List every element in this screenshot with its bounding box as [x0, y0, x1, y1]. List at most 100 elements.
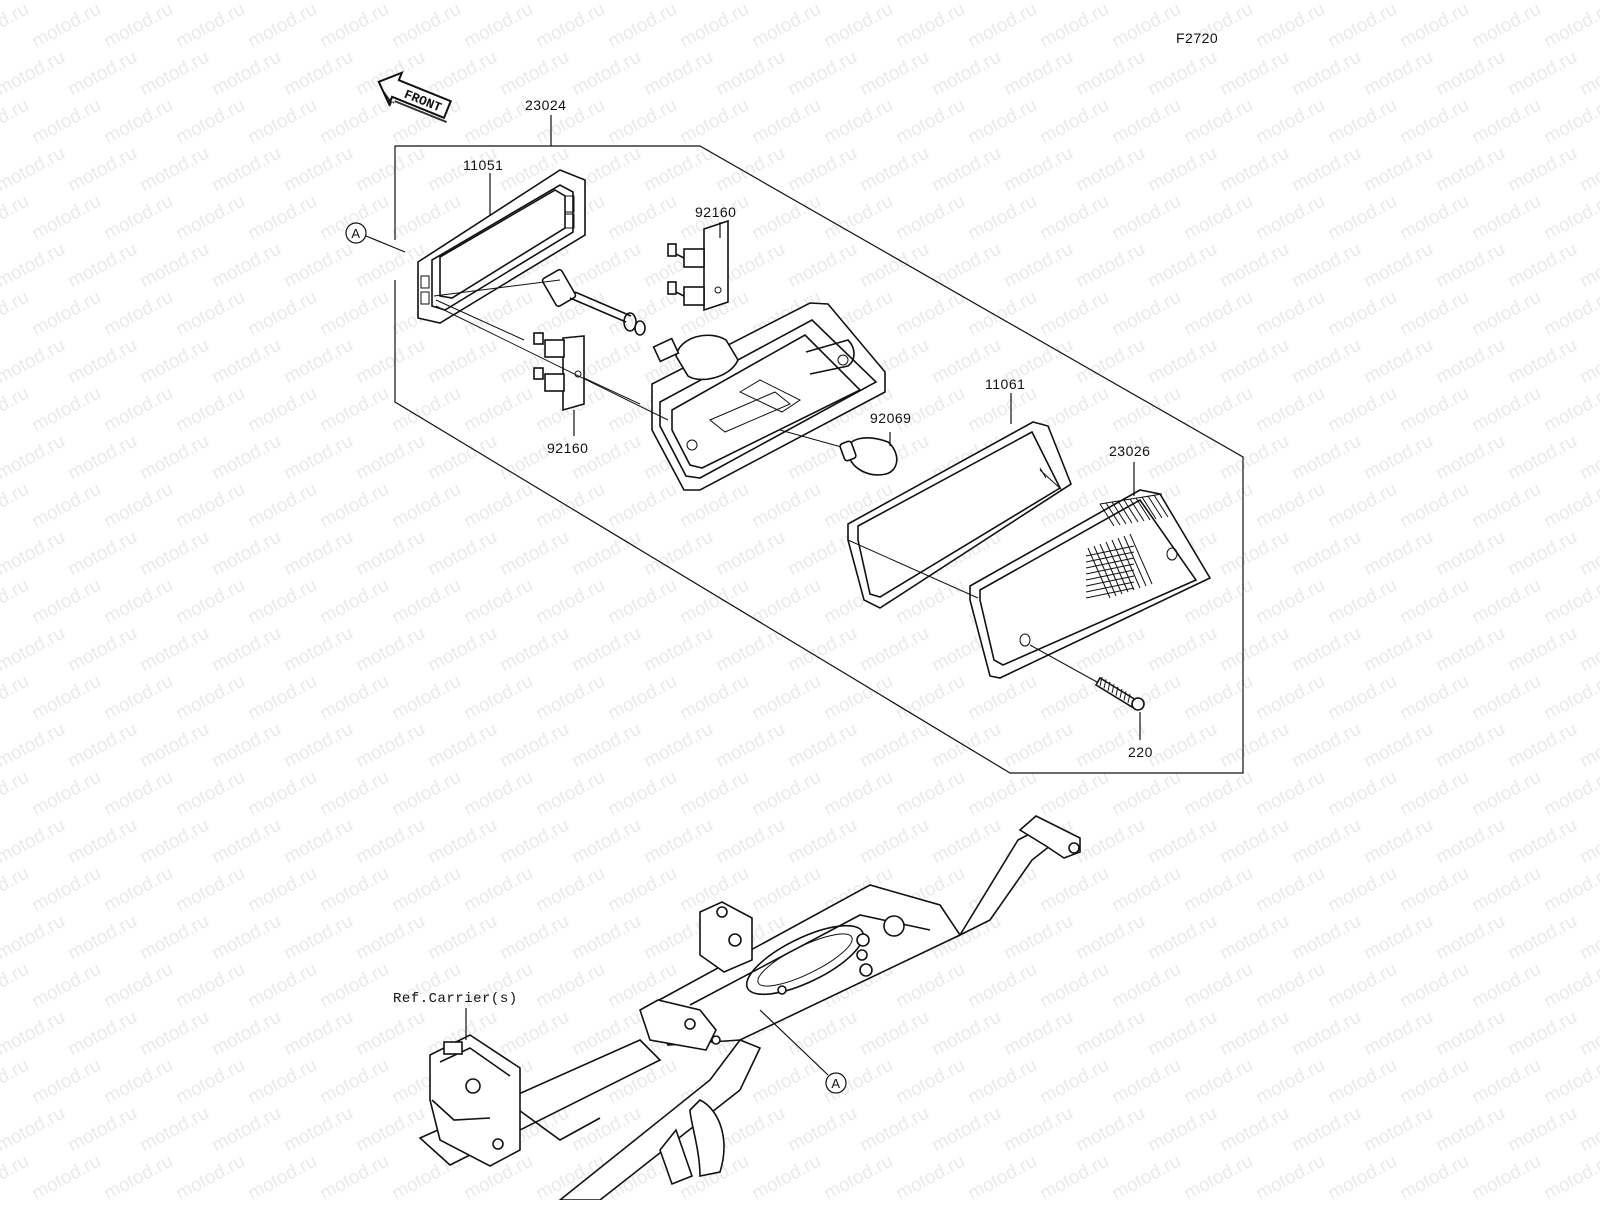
watermark-text: motod.ru — [1216, 1007, 1292, 1061]
watermark-text: motod.ru — [496, 47, 572, 101]
watermark-text: motod.ru — [1216, 431, 1292, 485]
watermark-text: motod.ru — [1180, 863, 1256, 917]
watermark-text: motod.ru — [280, 431, 356, 485]
watermark-text: motod.ru — [280, 0, 356, 4]
watermark-text: motod.ru — [1324, 863, 1400, 917]
watermark-text: motod.ru — [1144, 431, 1220, 485]
watermark-text: motod.ru — [280, 719, 356, 773]
watermark-text: motod.ru — [1360, 911, 1436, 965]
watermark-text: motod.ru — [28, 1151, 104, 1200]
watermark-text: motod.ru — [1468, 671, 1544, 725]
watermark-text: motod.ru — [1180, 191, 1256, 245]
watermark-text: motod.ru — [1036, 95, 1112, 149]
lens-grid-line — [1123, 535, 1147, 587]
watermark-text: motod.ru — [1324, 767, 1400, 821]
watermark-text: motod.ru — [28, 575, 104, 629]
watermark-text: motod.ru — [244, 383, 320, 437]
watermark-text: motod.ru — [352, 719, 428, 773]
watermark-text: motod.ru — [388, 0, 464, 52]
watermark-text: motod.ru — [1504, 911, 1580, 965]
watermark-text: motod.ru — [1396, 671, 1472, 725]
watermark-text: motod.ru — [1072, 335, 1148, 389]
watermark-text: motod.ru — [1432, 1103, 1508, 1157]
watermark-text: motod.ru — [136, 1103, 212, 1157]
watermark-text: motod.ru — [1360, 719, 1436, 773]
watermark-text: motod.ru — [1540, 863, 1600, 917]
watermark-text: motod.ru — [280, 1007, 356, 1061]
watermark-text: motod.ru — [1252, 671, 1328, 725]
watermark-text: motod.ru — [64, 335, 140, 389]
watermark-text: motod.ru — [460, 383, 536, 437]
watermark-text: motod.ru — [136, 1007, 212, 1061]
part-label-92160-bottom: 92160 — [547, 440, 588, 456]
watermark-text: motod.ru — [424, 431, 500, 485]
watermark-text: motod.ru — [1288, 719, 1364, 773]
watermark-text: motod.ru — [64, 815, 140, 869]
watermark-text: motod.ru — [1468, 1151, 1544, 1200]
watermark-text: motod.ru — [1576, 623, 1600, 677]
watermark-text: motod.ru — [1324, 671, 1400, 725]
watermark-text: motod.ru — [208, 527, 284, 581]
watermark-text: motod.ru — [316, 479, 392, 533]
watermark-text: motod.ru — [0, 383, 33, 437]
watermark-text: motod.ru — [1324, 575, 1400, 629]
watermark-text: motod.ru — [604, 863, 680, 917]
watermark-text: motod.ru — [1576, 239, 1600, 293]
watermark-text: motod.ru — [1468, 575, 1544, 629]
watermark-text: motod.ru — [1216, 143, 1292, 197]
watermark-text: motod.ru — [1468, 95, 1544, 149]
watermark-text: motod.ru — [604, 95, 680, 149]
watermark-text: motod.ru — [568, 815, 644, 869]
lens-23026 — [847, 489, 1212, 679]
watermark-text: motod.ru — [424, 815, 500, 869]
watermark-text: motod.ru — [892, 0, 968, 52]
watermark-text: motod.ru — [748, 1055, 824, 1109]
watermark-text: motod.ru — [1504, 239, 1580, 293]
watermark-text: motod.ru — [1396, 287, 1472, 341]
watermark-text: motod.ru — [712, 623, 788, 677]
watermark-text: motod.ru — [1396, 767, 1472, 821]
watermark-text: motod.ru — [1216, 47, 1292, 101]
watermark-text: motod.ru — [1144, 47, 1220, 101]
watermark-text: motod.ru — [1036, 959, 1112, 1013]
lamp-housing — [435, 302, 886, 491]
watermark-text: motod.ru — [424, 0, 500, 4]
watermark-text: motod.ru — [0, 719, 69, 773]
watermark-text: motod.ru — [1504, 1103, 1580, 1157]
watermark-text: motod.ru — [1576, 1007, 1600, 1061]
watermark-text: motod.ru — [1288, 143, 1364, 197]
watermark-text: motod.ru — [64, 431, 140, 485]
watermark-text: motod.ru — [316, 959, 392, 1013]
watermark-text: motod.ru — [1468, 287, 1544, 341]
socket-92160-top — [667, 219, 729, 312]
watermark-text: motod.ru — [1180, 1055, 1256, 1109]
watermark-text: motod.ru — [1432, 431, 1508, 485]
watermark-text: motod.ru — [172, 383, 248, 437]
watermark-text: motod.ru — [280, 143, 356, 197]
watermark-text: motod.ru — [1288, 527, 1364, 581]
watermark-text: motod.ru — [1504, 143, 1580, 197]
watermark-text: motod.ru — [640, 0, 716, 4]
watermark-text: motod.ru — [0, 671, 33, 725]
watermark-text: motod.ru — [1540, 767, 1600, 821]
watermark-text: motod.ru — [172, 287, 248, 341]
watermark-text: motod.ru — [1504, 47, 1580, 101]
watermark-text: motod.ru — [1144, 335, 1220, 389]
watermark-text: motod.ru — [64, 719, 140, 773]
watermark-text: motod.ru — [28, 0, 104, 52]
watermark-text: motod.ru — [1216, 335, 1292, 389]
watermark-text: motod.ru — [1288, 239, 1364, 293]
watermark-text: motod.ru — [1000, 1007, 1076, 1061]
watermark-text: motod.ru — [1072, 1007, 1148, 1061]
watermark-text: motod.ru — [496, 911, 572, 965]
watermark-text: motod.ru — [1576, 1103, 1600, 1157]
carrier-frame — [418, 815, 1081, 1201]
watermark-text: motod.ru — [1396, 0, 1472, 52]
watermark-text: motod.ru — [856, 143, 932, 197]
screw-220 — [1029, 644, 1145, 711]
watermark-text: motod.ru — [316, 575, 392, 629]
watermark-text: motod.ru — [1252, 95, 1328, 149]
watermark-text: motod.ru — [928, 815, 1004, 869]
watermark-text: motod.ru — [856, 719, 932, 773]
